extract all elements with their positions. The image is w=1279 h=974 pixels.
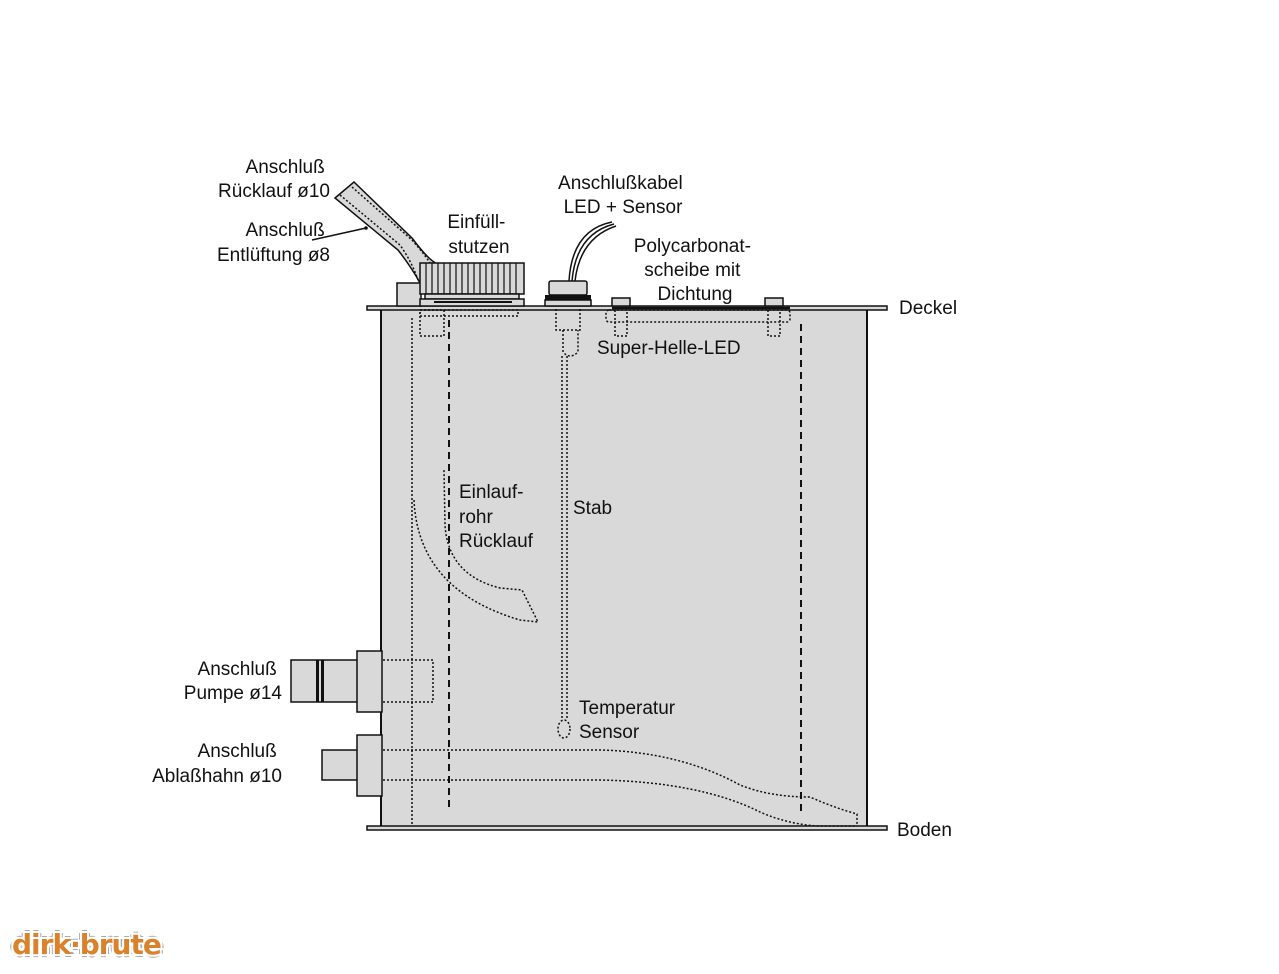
vent-pipe-dotted <box>339 194 419 281</box>
label-einfuellstutzen: Einfüll- stutzen <box>447 212 510 258</box>
drain-pipe-dotted-2 <box>383 779 857 827</box>
temperature-sensor-shape <box>557 719 571 739</box>
label-temperatur-sensor: Temperatur Sensor <box>579 698 680 743</box>
label-anschluss-ruecklauf: Anschluß Rücklauf ø10 <box>218 157 330 202</box>
tank-body <box>380 308 868 829</box>
filler-cap <box>419 262 525 307</box>
inlet-pipe-dotted <box>413 469 540 623</box>
screw-head-left <box>611 297 631 307</box>
label-super-helle-led: Super-Helle-LED <box>597 338 741 359</box>
pipe-base <box>396 282 422 307</box>
bottom-plate <box>366 825 888 831</box>
label-stab: Stab <box>573 498 612 519</box>
pump-connection <box>290 650 383 713</box>
cable-gland <box>544 221 617 307</box>
drain-pipe-dotted <box>383 749 858 826</box>
label-deckel: Deckel <box>899 298 957 319</box>
led-housing-dotted <box>605 309 791 323</box>
label-anschlusskabel: Anschlußkabel LED + Sensor <box>558 173 688 218</box>
gland-thread-dotted <box>555 309 581 331</box>
drain-connection <box>321 734 383 797</box>
label-polycarbonat: Polycarbonat- scheibe mit Dichtung <box>634 236 757 305</box>
label-anschluss-pumpe: Anschluß Pumpe ø14 <box>184 659 283 704</box>
label-anschluss-ablasshahn: Anschluß Ablaßhahn ø10 <box>152 741 282 787</box>
brand-logo: dirk·brute <box>12 928 162 961</box>
vent-leader-line <box>311 227 367 241</box>
screw-head-right <box>764 297 784 307</box>
label-einlaufrohr: Einlauf- rohr Rücklauf <box>459 482 534 552</box>
label-boden: Boden <box>897 820 952 841</box>
label-anschluss-entlueftung: Anschluß Entlüftung ø8 <box>217 220 330 266</box>
